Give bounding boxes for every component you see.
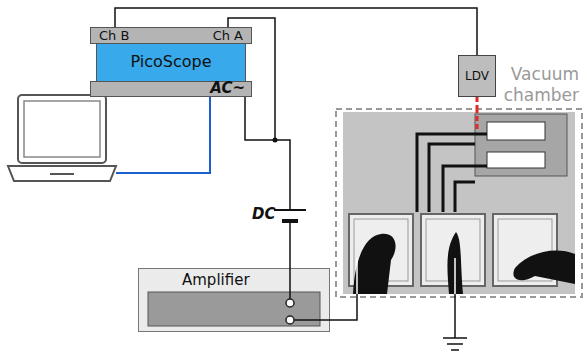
probe-tip	[447, 232, 463, 294]
ground-symbol	[447, 343, 463, 345]
output-bar: AC~	[90, 81, 252, 97]
chamber-outline	[336, 109, 582, 297]
battery-gap	[274, 209, 306, 223]
laptop-base	[8, 166, 116, 181]
cantilever-frame	[475, 114, 567, 176]
ground-symbol	[451, 349, 459, 351]
usb-cable	[116, 97, 210, 173]
vacuum-chamber: Vacuum chamber	[335, 108, 583, 298]
oscilloscope-unit: Ch B Ch A PicoScopeAC~	[90, 27, 252, 97]
laser-beam	[476, 97, 479, 108]
wire-junction	[273, 138, 278, 143]
probe-tip	[513, 250, 575, 284]
device-photo	[343, 112, 575, 294]
probe-wire	[454, 258, 456, 294]
source-label: DC	[252, 205, 275, 223]
drive-wire	[330, 298, 357, 320]
probe-wire	[356, 258, 358, 294]
channel-label: Ch A	[213, 27, 243, 44]
battery-short-plate	[282, 219, 298, 223]
amplifier-panel	[148, 292, 320, 326]
terminal	[286, 299, 294, 307]
output-wire	[294, 319, 330, 321]
device-name: Amplifier	[182, 271, 250, 289]
scope-body: PicoScope	[96, 44, 246, 81]
probe-tip	[353, 234, 396, 294]
cantilever	[487, 152, 545, 168]
amplifier-box: Amplifier	[138, 268, 330, 332]
device-name: PicoScope	[97, 52, 245, 72]
laptop-screen	[24, 101, 100, 157]
probe-wire	[356, 294, 358, 298]
laser-beam	[476, 108, 479, 130]
ground-wire	[454, 298, 456, 338]
laptop-lid	[18, 95, 106, 163]
region-label: Vacuum chamber	[499, 64, 579, 106]
electrode-trace	[417, 134, 487, 212]
electrode-trace	[429, 144, 475, 212]
electrode-trace	[443, 166, 487, 212]
input-wire	[289, 268, 291, 299]
instrument-name: LDV	[459, 68, 495, 84]
drive-wire	[245, 97, 290, 268]
ldv-box: LDV	[458, 55, 496, 97]
output-label: AC~	[210, 80, 245, 97]
probe-wire	[454, 294, 456, 298]
battery-long-plate	[274, 209, 306, 211]
channel-label: Ch B	[99, 27, 129, 44]
laptop-touchpad	[50, 173, 74, 175]
terminal	[286, 316, 294, 324]
ground-symbol	[443, 337, 467, 339]
channel-bar: Ch B Ch A	[90, 27, 252, 44]
chamber-photo	[335, 108, 583, 298]
cantilever	[487, 122, 545, 140]
electrode-trace	[455, 182, 475, 212]
amplifier-case	[139, 269, 330, 332]
